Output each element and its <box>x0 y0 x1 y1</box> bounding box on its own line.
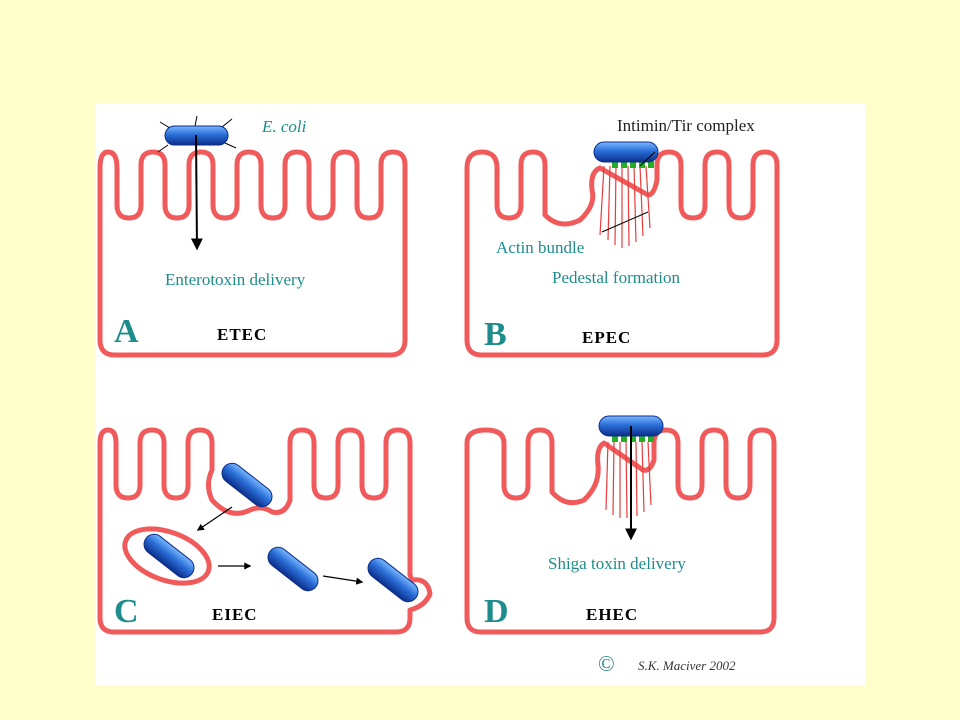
vacuole-membrane <box>122 526 212 586</box>
intimin-tir-complex-d <box>612 434 654 442</box>
complex-pointer <box>639 151 656 167</box>
shiga-toxin-label: Shiga toxin delivery <box>548 554 686 573</box>
invading-bacteria-c <box>143 462 419 603</box>
cell-membrane-a <box>97 149 408 358</box>
credit: © S.K. Maciver 2002 <box>598 651 736 676</box>
cell-membrane-c <box>97 427 433 635</box>
actin-bundle-b <box>599 165 651 248</box>
spread-arrows-c <box>196 506 364 585</box>
copyright-icon: © <box>598 651 615 676</box>
enterotoxin-arrow <box>190 134 203 251</box>
enterotoxin-label: Enterotoxin delivery <box>165 270 306 289</box>
cell-membrane-b <box>464 149 780 358</box>
credit-text: S.K. Maciver 2002 <box>638 658 736 673</box>
actin-bundle-d <box>605 441 652 519</box>
actin-bundle-label: Actin bundle <box>496 238 584 257</box>
panel-a-etec: E. coli Enterotoxin delivery A ETEC <box>97 115 408 358</box>
pedestal-label: Pedestal formation <box>552 268 680 287</box>
panel-letter-a: A <box>114 313 139 350</box>
panel-b-epec: Intimin/Tir complex Actin bundle Pedesta… <box>464 116 780 358</box>
actin-pointer <box>601 211 649 233</box>
panel-letter-c: C <box>114 593 139 630</box>
figure-background <box>95 103 865 685</box>
strain-label-ehec: EHEC <box>586 605 638 624</box>
cell-membrane-d <box>464 427 777 635</box>
panel-letter-b: B <box>484 316 507 353</box>
panel-c-eiec: C EIEC <box>97 427 433 635</box>
panel-d-ehec: Shiga toxin delivery D EHEC <box>464 415 777 635</box>
panel-letter-d: D <box>484 593 509 630</box>
strain-label-epec: EPEC <box>582 328 631 347</box>
ecoli-label: E. coli <box>261 117 307 136</box>
strain-label-eiec: EIEC <box>212 605 258 624</box>
ecoli-bacterium-b <box>593 141 659 163</box>
strain-label-etec: ETEC <box>217 325 267 344</box>
intimin-tir-label: Intimin/Tir complex <box>617 116 755 135</box>
